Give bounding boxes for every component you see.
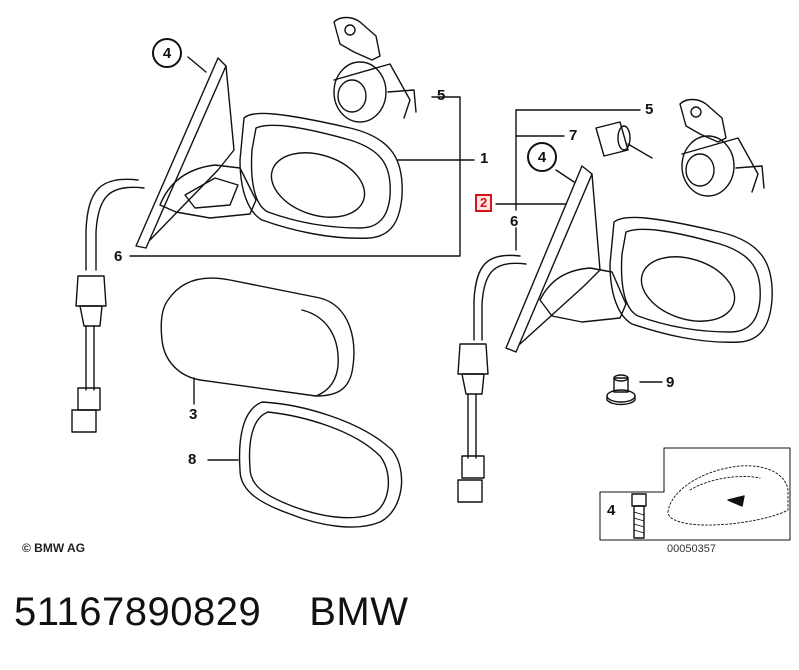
- footer-caption: 51167890829 BMW: [14, 590, 457, 635]
- left-leader-lines: [129, 56, 475, 257]
- right-mirror-housing: [609, 216, 773, 343]
- right-mirror-base: [539, 267, 627, 323]
- parts-diagram: [71, 16, 791, 541]
- cover-cap-part: [160, 277, 355, 405]
- callout-left-housing: 1: [480, 150, 489, 167]
- callout-right-cable: 6: [510, 213, 519, 230]
- callout-gasket: 8: [188, 451, 197, 468]
- right-actuator: [679, 98, 765, 197]
- left-mirror-housing: [239, 112, 403, 239]
- callout-left-mirror-glass: 4: [152, 38, 182, 68]
- left-cable: [71, 178, 145, 433]
- right-mirror-glass-triangle: [505, 165, 601, 353]
- left-actuator: [333, 16, 417, 123]
- left-mirror-base: [159, 164, 257, 219]
- callout-left-cable: 6: [114, 248, 123, 265]
- gasket-part: [207, 401, 403, 528]
- vehicle-location-inset: [599, 447, 791, 541]
- part-number: 51167890829: [14, 590, 262, 634]
- diagram-id: 00050357: [667, 543, 716, 555]
- rivet-part: [606, 374, 663, 406]
- callout-bolt: 4: [607, 502, 616, 519]
- right-cable: [457, 254, 527, 503]
- right-motor-part: [595, 121, 653, 159]
- callout-right-mirror-glass: 4: [527, 142, 557, 172]
- callout-right-highlight[interactable]: 2: [475, 194, 493, 212]
- copyright-notice: © BMW AG: [22, 541, 86, 555]
- callout-rivet: 9: [666, 374, 675, 391]
- brand-name: BMW: [309, 590, 409, 634]
- right-leader-lines: [495, 109, 641, 251]
- left-mirror-glass-triangle: [135, 57, 235, 249]
- bolt-part: [631, 493, 647, 539]
- callout-right-motor: 7: [569, 127, 578, 144]
- callout-left-cap-clip: 5: [437, 87, 446, 104]
- callout-cover-cap: 3: [189, 406, 198, 423]
- callout-right-cap-clip: 5: [645, 101, 654, 118]
